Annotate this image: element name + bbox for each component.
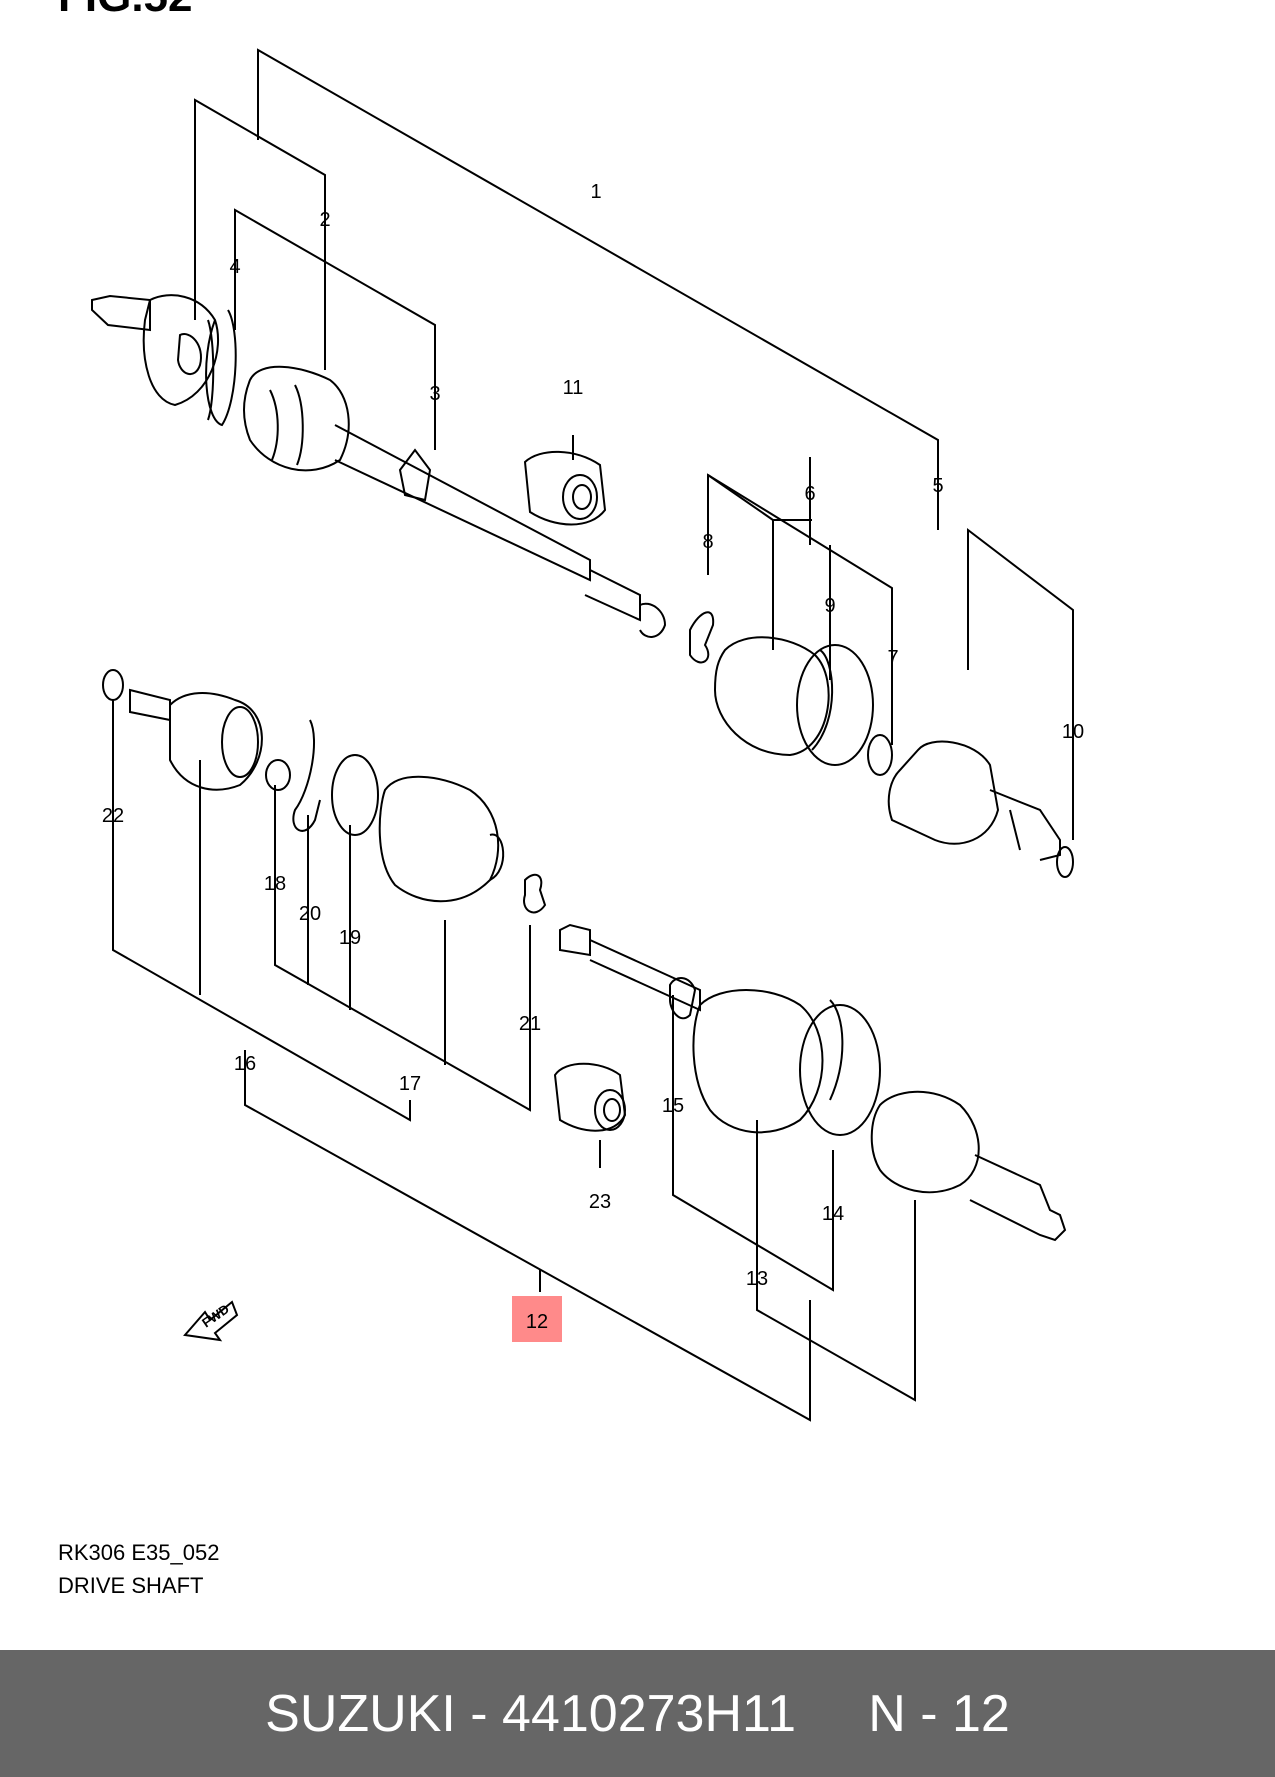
callout-7: 7 bbox=[887, 647, 898, 669]
upper-right-joint bbox=[887, 740, 1074, 878]
callout-11: 11 bbox=[563, 377, 584, 399]
upper-drive-shaft bbox=[91, 294, 667, 638]
callout-15: 15 bbox=[662, 1095, 684, 1117]
callout-19: 19 bbox=[339, 927, 361, 949]
callout-12: 12 bbox=[526, 1311, 548, 1333]
part-12-highlight bbox=[512, 1296, 562, 1342]
callout-3: 3 bbox=[429, 383, 440, 405]
fwd-arrow-icon: FWD bbox=[183, 1300, 239, 1342]
callout-10: 10 bbox=[1062, 721, 1084, 743]
upper-leader-lines bbox=[194, 48, 1074, 840]
callout-5: 5 bbox=[932, 475, 943, 497]
part-number-text: SUZUKI - 4410273H11 N - 12 bbox=[265, 1684, 1010, 1743]
callout-9: 9 bbox=[824, 595, 835, 617]
callout-13: 13 bbox=[746, 1268, 768, 1290]
callout-21: 21 bbox=[519, 1013, 541, 1035]
figure-name: DRIVE SHAFT bbox=[58, 1573, 204, 1598]
upper-right-boot bbox=[689, 611, 893, 776]
lower-drive-shaft bbox=[102, 669, 1067, 1242]
callout-16: 16 bbox=[234, 1053, 256, 1075]
figure-code: RK306 E35_052 bbox=[58, 1540, 220, 1565]
callout-2: 2 bbox=[319, 209, 330, 231]
part-23-bearing bbox=[553, 1062, 627, 1132]
callout-20: 20 bbox=[299, 903, 321, 925]
callout-23: 23 bbox=[589, 1191, 611, 1213]
callout-18: 18 bbox=[264, 873, 286, 895]
callout-4: 4 bbox=[229, 256, 240, 278]
callout-22: 22 bbox=[102, 805, 124, 827]
part-11-bearing bbox=[523, 450, 607, 526]
callout-14: 14 bbox=[822, 1203, 844, 1225]
part-number-footer: SUZUKI - 4410273H11 N - 12 bbox=[0, 1650, 1275, 1777]
callout-8: 8 bbox=[702, 531, 713, 553]
callout-17: 17 bbox=[399, 1073, 421, 1095]
callout-labels: 1 2 3 4 5 6 7 8 9 10 11 12 13 14 15 16 1… bbox=[102, 181, 1084, 1333]
callout-6: 6 bbox=[804, 483, 815, 505]
drive-shaft-diagram: FWD 1 2 3 4 5 6 7 8 9 10 11 12 13 14 15 … bbox=[91, 48, 1084, 1422]
lower-leader-lines bbox=[112, 700, 916, 1422]
figure-title: FIG.52 bbox=[58, 0, 193, 22]
callout-1: 1 bbox=[590, 181, 601, 203]
